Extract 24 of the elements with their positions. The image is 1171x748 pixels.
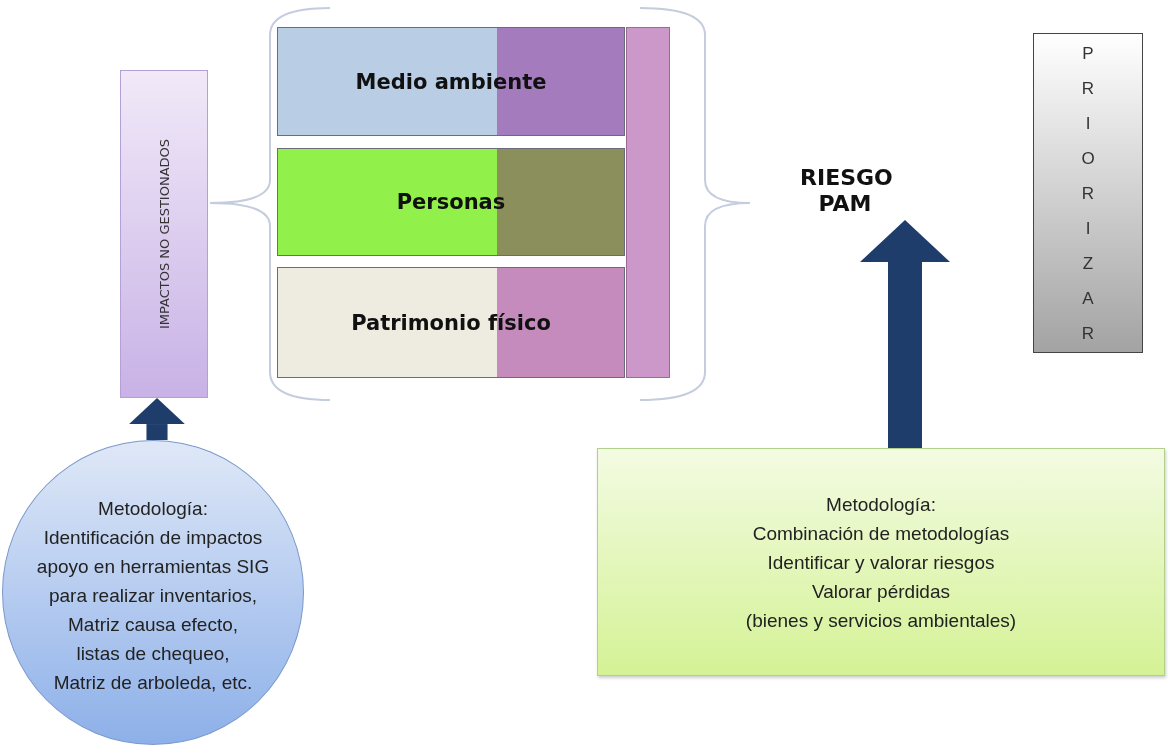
method-box: [597, 448, 1165, 676]
vertical-box: [120, 70, 208, 398]
text-line: Metodología:: [98, 497, 208, 521]
text-line: Identificar y valorar riesgos: [767, 550, 995, 575]
result-label: RIESGO PAM: [800, 164, 890, 218]
overlay-bar: [626, 27, 670, 378]
text-line: para realizar inventarios,: [48, 584, 257, 608]
vertical-box: [1033, 33, 1143, 353]
category-box: Medio ambiente: [277, 27, 625, 136]
text-line: Combinación de metodologías: [752, 521, 1010, 546]
text-line: (bienes y servicios ambientales): [745, 608, 1017, 633]
text-line: Metodología:: [826, 492, 936, 517]
block-arrow: [860, 220, 950, 448]
box-label: PRIORIZAR: [1081, 42, 1095, 345]
block-arrow: [129, 398, 185, 440]
text-line: apoyo en herramientas SIG: [36, 555, 270, 579]
box-label: IMPACTOS NO GESTIONADOS: [156, 138, 172, 330]
text-line: Matriz causa efecto,: [68, 613, 238, 637]
text-line: listas de chequeo,: [76, 642, 230, 666]
category-box: Patrimonio físico: [277, 267, 625, 378]
category-box: Personas: [277, 148, 625, 256]
text-line: Matriz de arboleda, etc.: [53, 671, 253, 695]
text-line: Identificación de impactos: [43, 526, 263, 550]
text-line: Valorar pérdidas: [812, 579, 950, 604]
